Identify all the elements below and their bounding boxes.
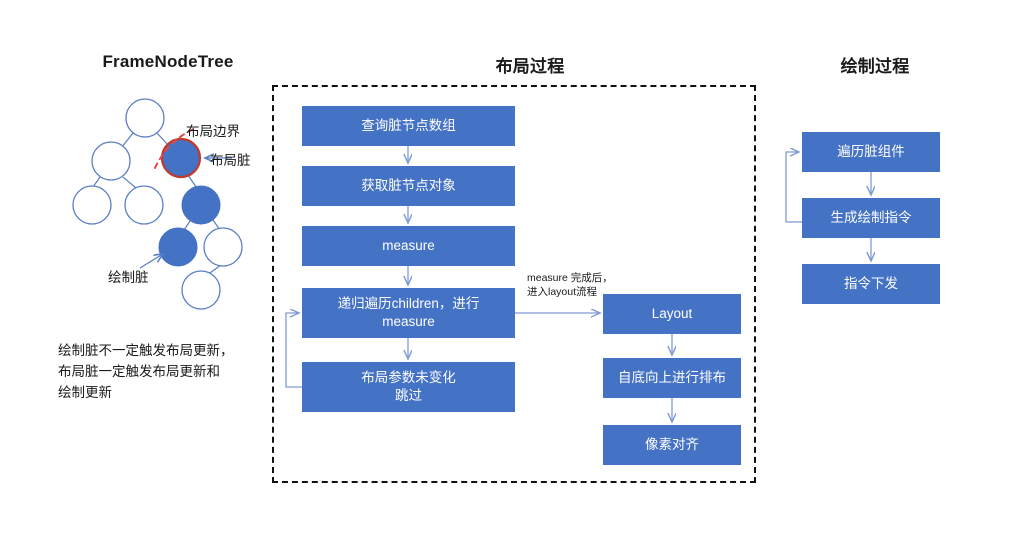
connector-render-loopback bbox=[785, 152, 802, 223]
tree-explanatory-note: 绘制脏不一定触发布局更新， 布局脏一定触发布局更新和 绘制更新 bbox=[58, 343, 234, 400]
tree-label-layout-dirty: 布局脏 bbox=[210, 153, 251, 168]
process-box-query-dirty-array[interactable]: 查询脏节点数组 bbox=[302, 106, 515, 146]
tree-node-layout-dirty bbox=[160, 137, 202, 179]
tree-node-blue-2 bbox=[181, 185, 221, 225]
tree-label-render-dirty: 绘制脏 bbox=[108, 270, 149, 285]
process-box-params-unchanged-skip[interactable]: 布局参数未变化 跳过 bbox=[302, 362, 515, 412]
process-box-layout[interactable]: Layout bbox=[603, 294, 741, 334]
tree-node-render-dirty bbox=[158, 227, 198, 267]
process-box-traverse-dirty-components[interactable]: 遍历脏组件 bbox=[802, 132, 940, 172]
measure-to-layout-annotation: measure 完成后， 进入layout流程 bbox=[527, 272, 613, 299]
tree-label-layout-boundary: 布局边界 bbox=[186, 124, 240, 139]
process-box-bottom-up-arrange[interactable]: 自底向上进行排布 bbox=[603, 358, 741, 398]
tree-node-right-3 bbox=[203, 227, 243, 267]
right-column-title: 绘制过程 bbox=[840, 57, 910, 76]
tree-node-left-1 bbox=[91, 141, 131, 181]
tree-edges bbox=[92, 132, 222, 276]
layout-process-group-boundary bbox=[272, 85, 756, 483]
process-box-measure[interactable]: measure bbox=[302, 226, 515, 266]
tree-node-left-2a bbox=[72, 185, 112, 225]
tree-node-root bbox=[125, 98, 165, 138]
process-box-pixel-align[interactable]: 像素对齐 bbox=[603, 425, 741, 465]
process-box-recurse-children-measure[interactable]: 递归遍历children，进行 measure bbox=[302, 288, 515, 338]
middle-column-title: 布局过程 bbox=[495, 57, 565, 76]
tree-node-bottom bbox=[181, 270, 221, 310]
process-box-dispatch-commands[interactable]: 指令下发 bbox=[802, 264, 940, 304]
left-column-title: FrameNodeTree bbox=[102, 52, 234, 71]
process-box-generate-draw-commands[interactable]: 生成绘制指令 bbox=[802, 198, 940, 238]
tree-node-left-2b bbox=[124, 185, 164, 225]
process-box-get-dirty-object[interactable]: 获取脏节点对象 bbox=[302, 166, 515, 206]
